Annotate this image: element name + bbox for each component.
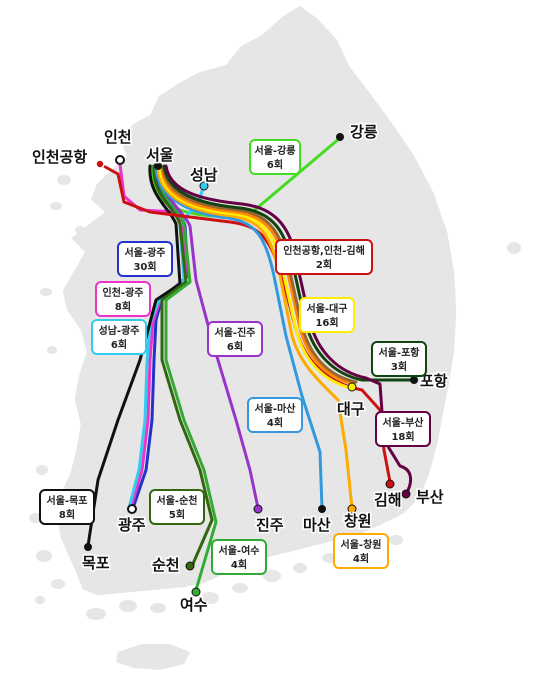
route-box-route-name: 서울-목포 [47,494,88,507]
route-box-frequency: 6회 [111,338,127,351]
route-line-seoul-suncheon [152,164,214,568]
route-box-frequency: 16회 [315,316,338,329]
route-box-route-name: 서울-여수 [219,544,260,557]
route-box-route-name: 서울-포항 [379,346,421,359]
route-box-seoul-pohang: 서울-포항 3회 [371,341,427,377]
route-box-route-name: 서울-창원 [341,538,382,551]
city-label-incheon: 인천 [104,128,132,146]
route-box-route-name: 서울-진주 [215,326,256,339]
route-box-seoul-daegu: 서울-대구 16회 [299,297,355,333]
city-label-jinju: 진주 [256,516,284,534]
city-label-suncheon: 순천 [152,556,180,574]
route-line-seoul-pohang [162,164,416,382]
route-box-route-name: 인천공항,인천-김해 [283,244,365,257]
route-box-incheon-airport-gimhae: 인천공항,인천-김해 2회 [275,239,373,275]
city-labels: 인천공항 인천 서울 성남 강릉 포항 대구 김해 부산 마산 창원 진주 광주… [31,122,450,616]
route-box-seoul-busan: 서울-부산 18회 [375,411,431,447]
route-box-frequency: 6회 [267,158,283,171]
marker-busan [401,489,411,499]
marker-incheon-airport [95,159,105,169]
marker-gangneung [336,133,344,141]
city-label-incheon-airport: 인천공항 [32,148,87,166]
city-label-gangneung: 강릉 [350,123,378,141]
route-box-route-name: 서울-강릉 [255,144,296,157]
route-line-seoul-masan [154,166,324,510]
route-box-incheon-gwangju: 인천-광주 8회 [95,281,151,317]
route-box-frequency: 6회 [227,340,243,353]
route-box-frequency: 8회 [59,508,75,521]
route-box-seoul-changwon: 서울-창원 4회 [333,533,389,569]
marker-pohang [410,376,418,384]
route-line-seoul-changwon [156,166,354,510]
city-label-masan: 마산 [303,516,331,534]
city-label-mokpo: 목포 [82,554,110,572]
marker-suncheon [185,561,195,571]
route-box-frequency: 2회 [316,258,332,271]
route-box-seoul-yeosu: 서울-여수 4회 [211,539,267,575]
city-label-busan: 부산 [416,488,444,506]
jeju-island [116,644,190,670]
route-line-seoul-busan [164,164,412,496]
route-info-boxes: 서울-강릉 6회 서울-광주 30회 인천-광주 8회 성남-광주 6회 서울-… [39,139,431,575]
route-line-trunk-orange [160,166,356,386]
marker-changwon [347,504,357,514]
routes [86,136,416,592]
route-box-route-name: 서울-부산 [383,416,425,429]
korea-mainland [55,4,458,597]
city-label-yeosu: 여수 [180,596,208,614]
route-box-frequency: 4회 [231,558,247,571]
marker-jinju [253,504,263,514]
city-label-daegu: 대구 [337,400,365,418]
city-label-gwangju: 광주 [118,516,146,534]
route-box-route-name: 성남-광주 [99,324,140,337]
city-label-gimhae: 김해 [374,491,402,509]
city-label-seoul: 서울 [146,146,174,164]
route-line-trunk-brown [161,165,358,384]
marker-mokpo [84,543,92,551]
city-label-changwon: 창원 [344,512,372,530]
route-box-route-name: 서울-순천 [157,494,198,507]
route-line-seoul-daegu [158,166,352,390]
marker-seongnam [199,181,209,191]
route-box-frequency: 8회 [115,300,131,313]
ulleung-island [507,242,521,254]
route-line-seoul-mokpo [86,164,182,548]
route-box-route-name: 서울-광주 [125,246,166,259]
route-box-seoul-gwangju: 서울-광주 30회 [117,241,173,277]
route-box-frequency: 4회 [353,552,369,565]
route-box-route-name: 인천-광주 [103,286,144,299]
marker-masan [318,505,326,513]
marker-incheon [115,155,125,165]
marker-yeosu [191,587,201,597]
city-label-pohang: 포항 [420,372,448,390]
city-label-seongnam: 성남 [190,166,218,184]
route-box-frequency: 5회 [169,508,185,521]
route-box-seoul-mokpo: 서울-목포 8회 [39,489,95,525]
route-box-route-name: 서울-대구 [307,302,348,315]
route-box-frequency: 18회 [391,430,414,443]
route-box-route-name: 서울-마산 [255,402,297,415]
marker-gwangju [127,504,137,514]
route-box-seoul-jinju: 서울-진주 6회 [207,321,263,357]
route-box-seoul-suncheon: 서울-순천 5회 [149,489,205,525]
marker-seoul [154,162,162,170]
landmass [29,4,521,670]
route-box-seoul-masan: 서울-마산 4회 [247,397,303,433]
route-box-frequency: 30회 [133,260,156,273]
route-box-seongnam-gwangju: 성남-광주 6회 [91,319,147,355]
marker-gimhae [385,479,395,489]
marker-daegu [347,382,357,392]
city-markers [84,133,418,597]
route-box-frequency: 4회 [267,416,283,429]
south-islands [86,535,403,620]
route-box-frequency: 3회 [391,360,407,373]
route-box-seoul-gangneung: 서울-강릉 6회 [249,139,301,175]
